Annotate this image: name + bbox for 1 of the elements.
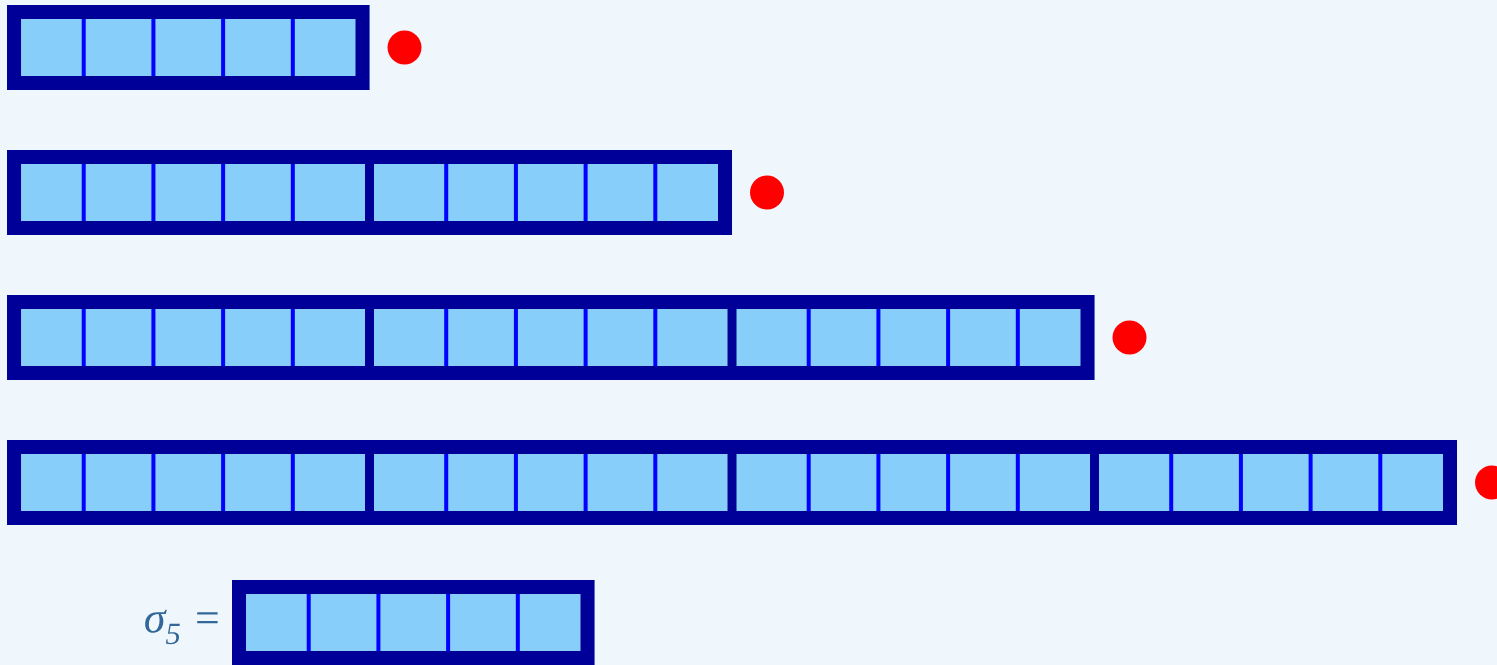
formula-label: σ$_{5}$ =	[145, 609, 218, 645]
